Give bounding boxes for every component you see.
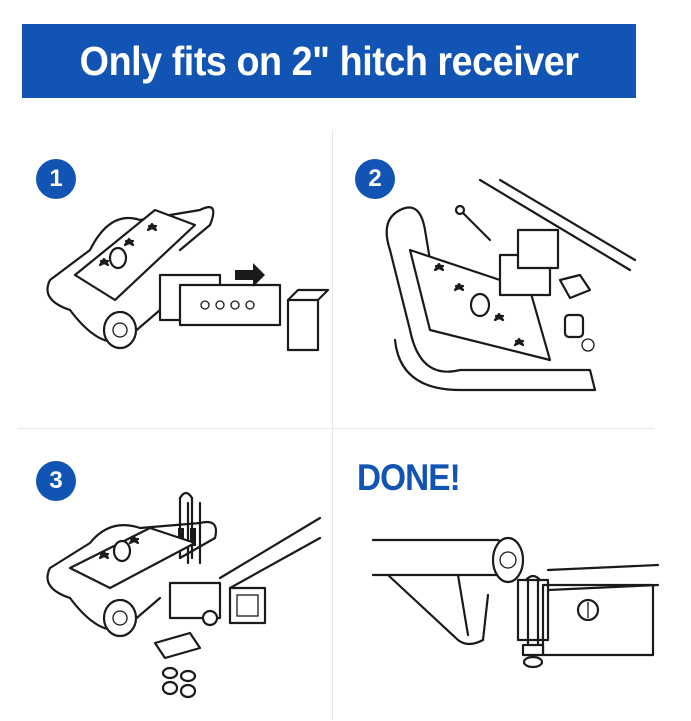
step-2-badge: 2 bbox=[355, 159, 395, 199]
header-banner: Only fits on 2" hitch receiver bbox=[22, 24, 636, 98]
done-illustration bbox=[371, 536, 660, 669]
step-3-badge: 3 bbox=[36, 461, 76, 501]
step-1-number: 1 bbox=[49, 165, 63, 192]
step-1-illustration bbox=[46, 206, 330, 352]
step-3-number: 3 bbox=[49, 467, 63, 494]
step-1-badge: 1 bbox=[36, 159, 76, 199]
step-3-illustration bbox=[46, 491, 322, 699]
banner-title: Only fits on 2" hitch receiver bbox=[79, 37, 579, 84]
step-2-number: 2 bbox=[368, 165, 382, 192]
vertical-divider bbox=[332, 130, 333, 720]
step-2-illustration bbox=[385, 178, 637, 392]
horizontal-divider bbox=[18, 428, 654, 429]
done-label: DONE! bbox=[357, 457, 461, 498]
